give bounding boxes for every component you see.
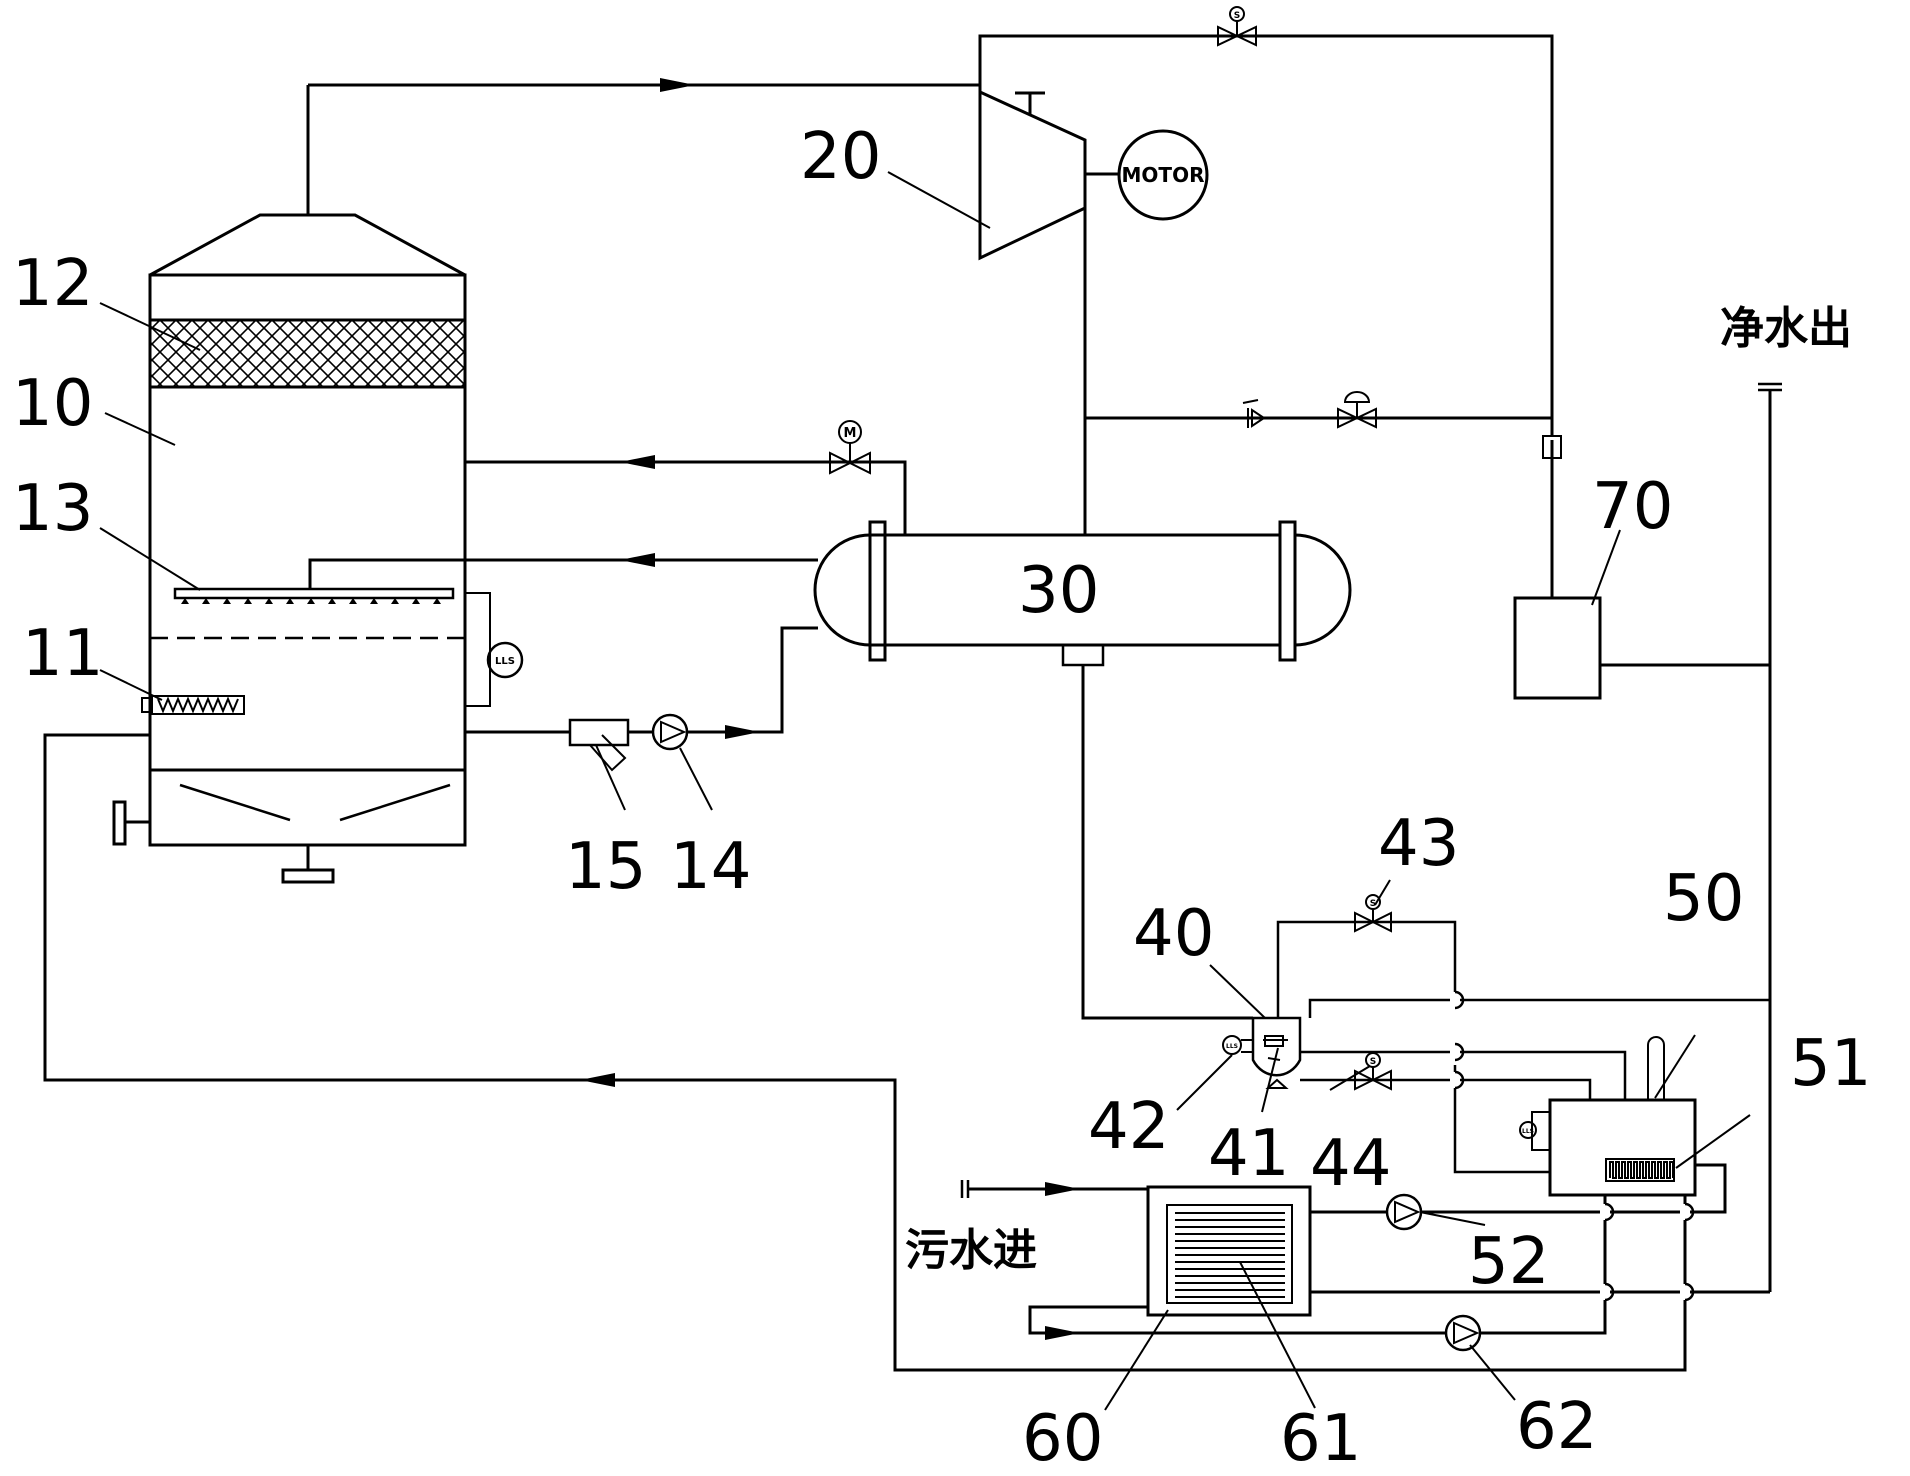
pump-52: [1385, 1193, 1423, 1231]
label-11: 11: [22, 617, 103, 691]
tower-lls-tag: LLS: [495, 656, 515, 667]
spray-nozzle: [202, 598, 210, 604]
crossover-arc: [1604, 1282, 1615, 1302]
spray-nozzle: [349, 598, 357, 604]
top-bypass-valve: S: [1217, 6, 1257, 47]
label-50: 50: [1663, 862, 1744, 936]
crossover-arc: [1454, 1042, 1465, 1062]
label-15: 15: [565, 830, 646, 904]
check-valve: [1242, 399, 1266, 428]
crossover-arc: [1454, 1070, 1465, 1090]
label-51: 51: [1790, 1027, 1871, 1101]
crossover-arc: [1454, 990, 1465, 1010]
label-70: 70: [1592, 470, 1673, 544]
spray-nozzle: [433, 598, 441, 604]
valve44-s-tag: S: [1370, 1057, 1376, 1067]
spray-nozzle: [181, 598, 189, 604]
label-12: 12: [12, 247, 93, 321]
label-41: 41: [1208, 1117, 1289, 1191]
crossover-gap: [1600, 1284, 1610, 1300]
strainer-15: [568, 718, 630, 772]
demister-pad: [148, 318, 467, 389]
motorized-valve: M: [829, 420, 871, 475]
motor-label: MOTOR: [1122, 163, 1205, 187]
label-10: 10: [12, 367, 93, 441]
tower-level-switch: LLS: [465, 592, 524, 707]
motor: MOTOR: [1117, 129, 1209, 221]
pump-14: [651, 713, 689, 751]
crossover-gap: [1450, 1044, 1460, 1060]
flow-arrows: [580, 78, 1080, 1340]
gas-liquid-separator: LLS: [1222, 1016, 1302, 1089]
leader-lines: [99, 171, 1751, 1411]
crossover-gap: [1680, 1284, 1690, 1300]
spray-nozzle: [328, 598, 336, 604]
label-60: 60: [1022, 1402, 1103, 1471]
label-20: 20: [800, 120, 881, 194]
spray-nozzle: [307, 598, 315, 604]
tank-50: LLS: [1519, 1036, 1697, 1197]
component-labels: 12 10 13 11 20 30 70 15 14 43 40 50 51 4…: [12, 120, 1871, 1476]
valve43-s-tag: S: [1370, 899, 1376, 909]
top-valve-s-tag: S: [1234, 11, 1240, 21]
label-61: 61: [1280, 1402, 1361, 1471]
pressure-valve: [1337, 391, 1377, 429]
label-42: 42: [1088, 1090, 1169, 1164]
separator-lls-tag: LLS: [1226, 1043, 1238, 1050]
solenoid-valve-43: S: [1354, 894, 1392, 933]
evaporation-tower: [112, 85, 467, 884]
label-62: 62: [1516, 1390, 1597, 1464]
valve-m-tag: M: [844, 426, 857, 441]
crossover-arc: [1684, 1282, 1695, 1302]
crossover-arc: [1684, 1202, 1695, 1222]
spray-nozzle: [244, 598, 252, 604]
label-52: 52: [1468, 1225, 1549, 1299]
unit-70: [1513, 596, 1602, 700]
clean-water-out-label: 净水出: [1720, 303, 1852, 354]
plate-exchanger-60: [1146, 1185, 1312, 1317]
sewage-in-label: 污水进: [905, 1225, 1037, 1276]
label-40: 40: [1133, 897, 1214, 971]
spray-nozzle: [370, 598, 378, 604]
spray-nozzle: [286, 598, 294, 604]
crossover-gap: [1450, 992, 1460, 1008]
label-44: 44: [1310, 1127, 1391, 1201]
pump-62: [1444, 1314, 1482, 1352]
label-14: 14: [670, 830, 751, 904]
solenoid-valve-44: S: [1354, 1052, 1392, 1091]
piping: [43, 34, 1782, 1372]
crossover-arc: [1604, 1202, 1615, 1222]
compressor: [978, 89, 1120, 261]
spray-nozzle: [412, 598, 420, 604]
spray-nozzle: [391, 598, 399, 604]
spray-header: [173, 587, 455, 604]
spray-nozzle: [223, 598, 231, 604]
crossover-gap: [1600, 1204, 1610, 1220]
pipe-crossovers: [1450, 990, 1695, 1302]
crossover-gap: [1680, 1204, 1690, 1220]
main-heat-exchanger: [813, 520, 1352, 667]
spray-nozzle: [265, 598, 273, 604]
label-43: 43: [1378, 807, 1459, 881]
tank-lls-tag: LLS: [1522, 1128, 1534, 1135]
electric-heater: [141, 695, 245, 715]
label-13: 13: [12, 472, 93, 546]
crossover-gap: [1450, 1072, 1460, 1088]
label-30: 30: [1018, 554, 1099, 628]
